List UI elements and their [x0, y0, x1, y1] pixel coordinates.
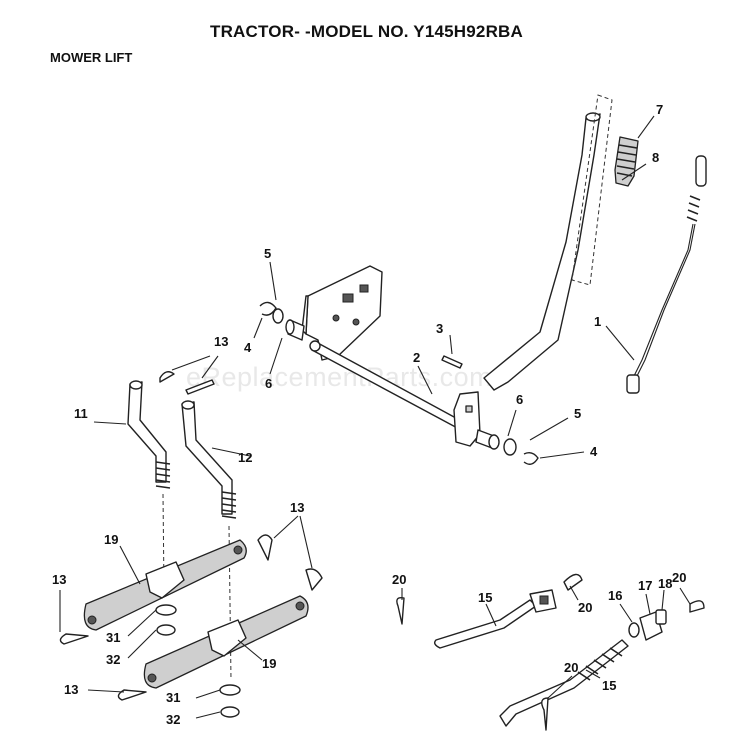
washer-nut-upper: [155, 604, 177, 636]
callout-20: 20: [578, 600, 592, 615]
leader-lines: [59, 115, 691, 719]
callout-13: 13: [214, 334, 228, 349]
callout-11: 11: [74, 406, 88, 421]
diagram-title: TRACTOR- -MODEL NO. Y145H92RBA: [210, 22, 523, 41]
hairpin-clips: [59, 534, 323, 701]
callout-5: 5: [574, 406, 581, 421]
callout-19: 19: [104, 532, 118, 547]
section-label: MOWER LIFT: [50, 50, 133, 65]
callout-17: 17: [638, 578, 652, 593]
lift-link-right: [181, 400, 237, 681]
callout-15: 15: [478, 590, 492, 605]
callout-1: 1: [594, 314, 601, 329]
callout-4: 4: [244, 340, 252, 355]
bushing-left: [259, 301, 305, 341]
washer-nut-lower: [219, 684, 241, 718]
callout-19: 19: [262, 656, 276, 671]
handle-grip: [614, 136, 639, 187]
adjuster-rod-upper: [433, 589, 557, 649]
callout-20: 20: [672, 570, 686, 585]
lift-link-left: [127, 380, 171, 591]
callout-31: 31: [166, 690, 180, 705]
callout-4: 4: [590, 444, 598, 459]
callout-8: 8: [652, 150, 659, 165]
callout-3: 3: [436, 321, 443, 336]
callout-31: 31: [106, 630, 120, 645]
lift-shaft: [309, 340, 481, 447]
callout-2: 2: [413, 350, 420, 365]
mounting-bracket: [301, 265, 383, 361]
callout-16: 16: [608, 588, 622, 603]
lift-handle: [483, 94, 613, 391]
adjuster-block: [628, 609, 667, 641]
callout-6: 6: [265, 376, 272, 391]
lift-arm-lower: [143, 595, 309, 689]
callout-18: 18: [658, 576, 672, 591]
callout-15: 15: [602, 678, 616, 693]
callout-5: 5: [264, 246, 271, 261]
bushing-right: [475, 429, 539, 465]
callout-13: 13: [64, 682, 78, 697]
callout-32: 32: [106, 652, 120, 667]
callout-32: 32: [166, 712, 180, 727]
callout-7: 7: [656, 102, 663, 117]
callout-13: 13: [290, 500, 304, 515]
callout-labels: 5 4 6 3 2 1 7 8 6 5 4 13 11 12 13 19 13 …: [52, 102, 686, 727]
pin: [441, 355, 463, 369]
callout-20: 20: [392, 572, 406, 587]
lift-rod: [626, 155, 707, 394]
callout-6: 6: [516, 392, 523, 407]
lift-arm-upper: [83, 539, 247, 631]
callout-20: 20: [564, 660, 578, 675]
callout-13: 13: [52, 572, 66, 587]
callout-12: 12: [238, 450, 252, 465]
clevis-pins-top: [159, 371, 215, 395]
watermark: eReplacementParts.com: [186, 362, 493, 392]
